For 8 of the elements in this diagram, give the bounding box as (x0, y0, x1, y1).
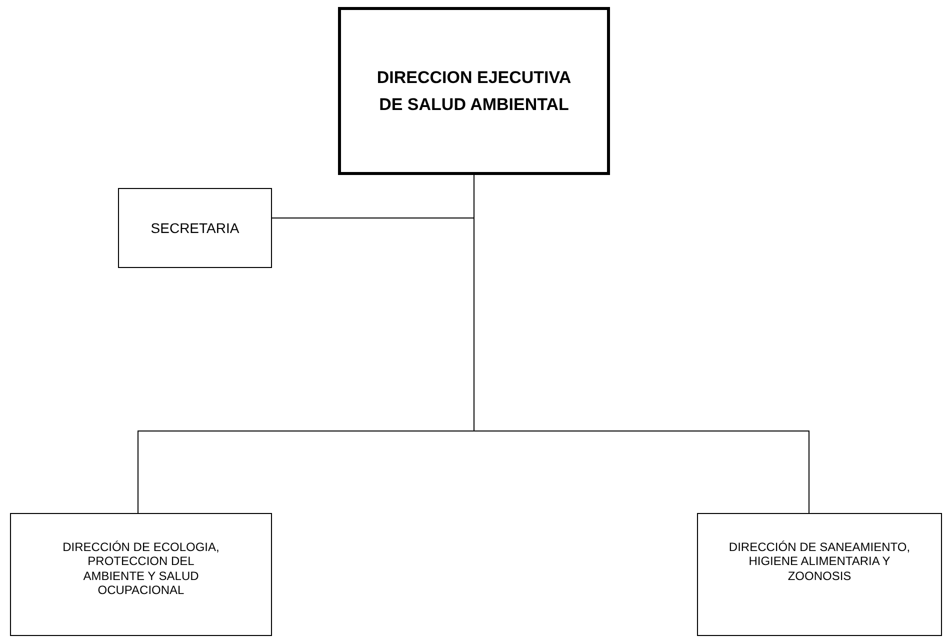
org-box (697, 513, 942, 636)
org-box (338, 7, 610, 175)
unit-name: DIRECCIÓN DE SANEAMIENTO, HIGIENE ALIMENTARIA Y ZOONOSIS (728, 540, 912, 584)
unit-name: DIRECCION EJECUTIVA DE SALUD AMBIENTAL (376, 66, 572, 116)
org-box (118, 188, 272, 268)
unit-name: DIRECCIÓN DE ECOLOGIA, PROTECCION DEL AMBIENTE Y SALUD OCUPACIONAL (62, 540, 220, 598)
org-box (10, 513, 272, 636)
unit-name: SECRETARIA (150, 220, 240, 236)
